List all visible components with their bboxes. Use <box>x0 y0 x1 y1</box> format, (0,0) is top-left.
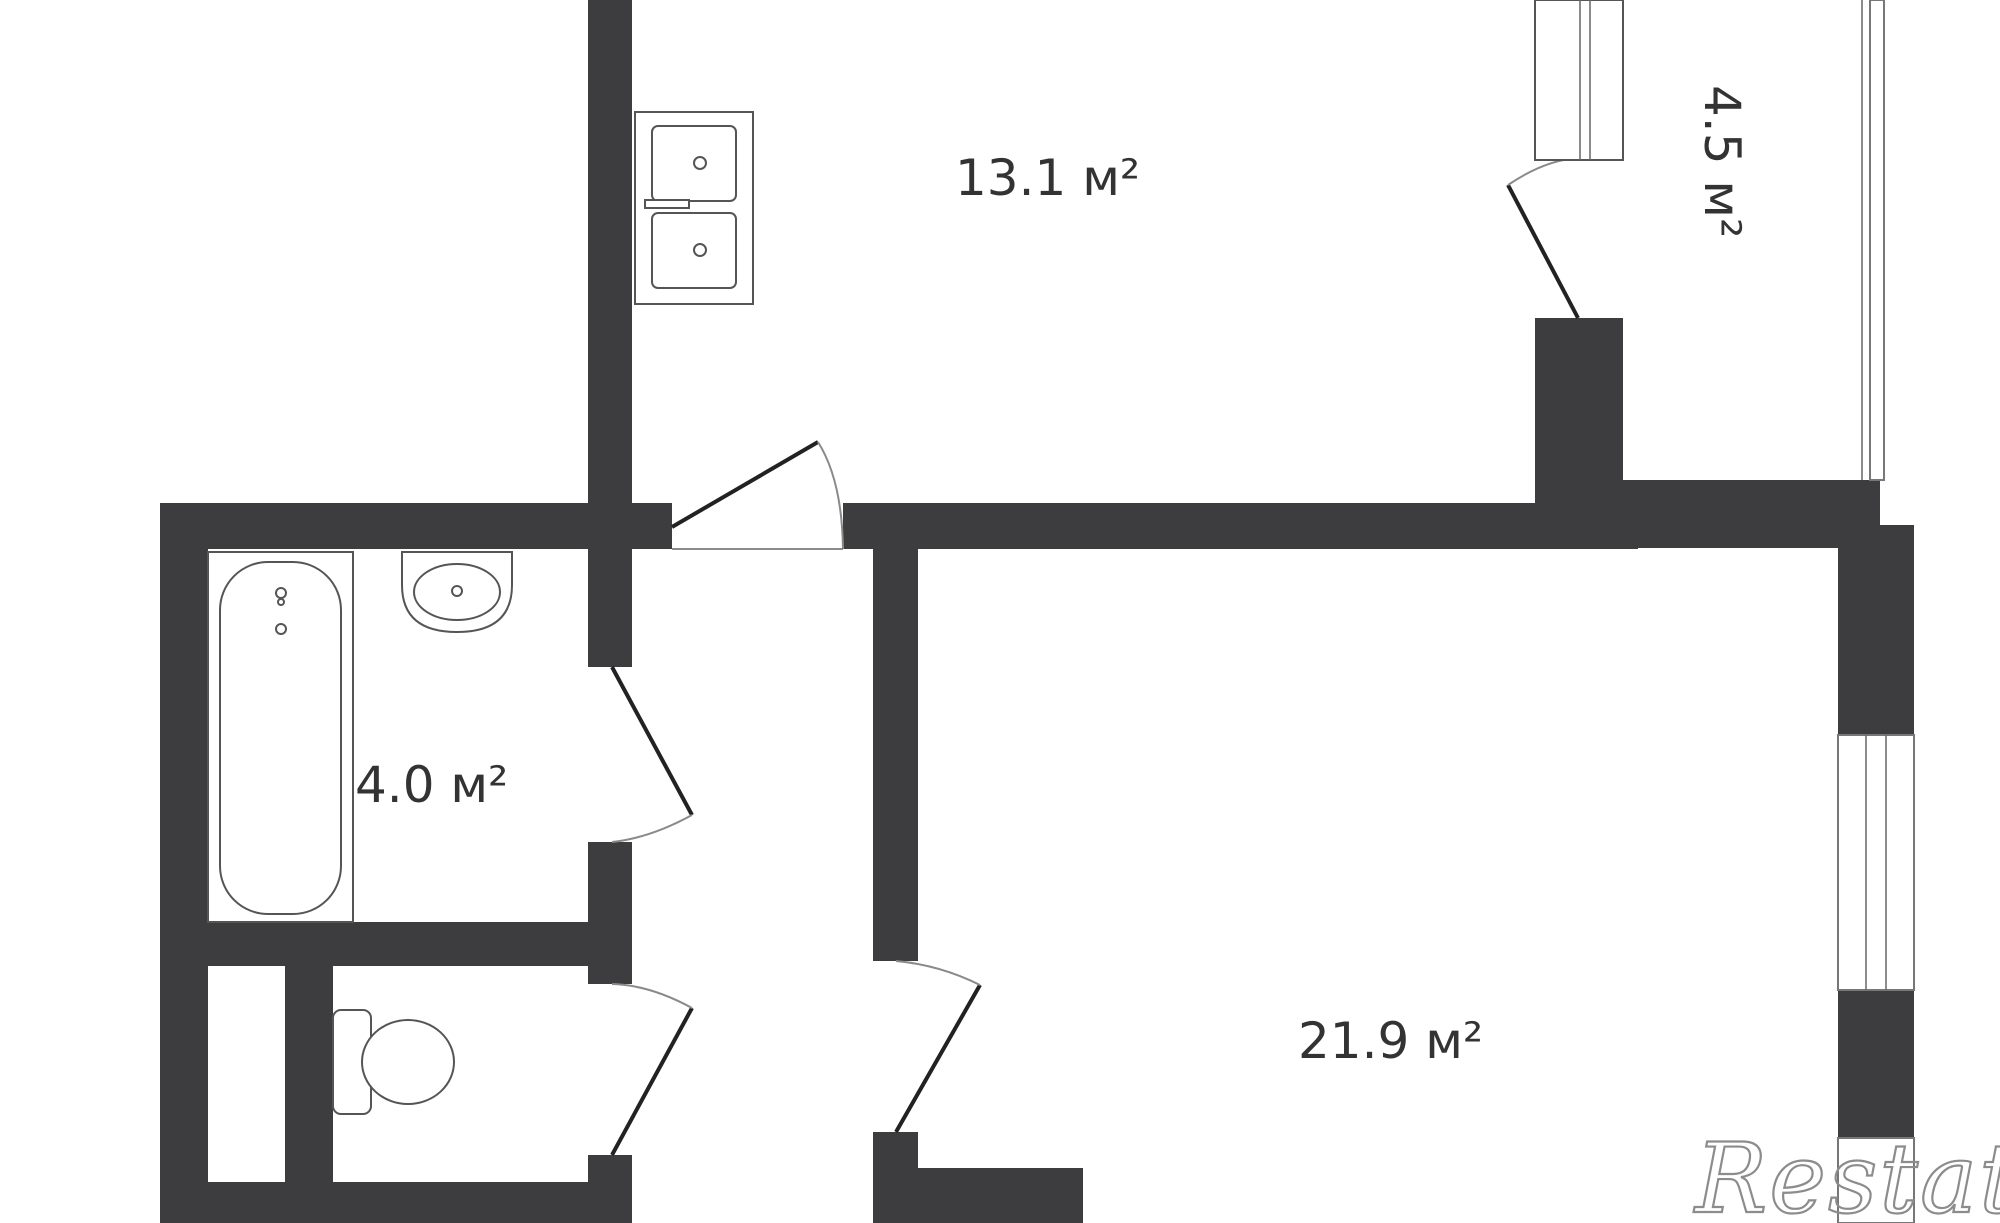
wall-bath-toilet <box>160 922 632 966</box>
area-label-living-room: 21.9 м² <box>1298 1012 1483 1070</box>
wall-bottom <box>160 1182 632 1223</box>
door-living-swing <box>895 960 981 986</box>
door-kitchen-leaf <box>670 440 820 529</box>
kitchen-sink <box>634 111 754 305</box>
wall-toilet-partition <box>285 955 333 1223</box>
fixtures <box>207 111 754 1115</box>
door-living-leaf <box>894 984 982 1133</box>
door-loggia-leaf <box>1506 184 1580 319</box>
wall-left-outer <box>160 503 208 1223</box>
walls <box>160 0 1914 1223</box>
washbasin <box>401 551 513 634</box>
wall-bath-right-mid <box>588 842 632 984</box>
wall-right-pier <box>1838 990 1914 1138</box>
area-labels: 13.1 м² 4.5 м² 4.0 м² 21.9 м² <box>355 85 1751 1070</box>
bathtub <box>207 551 354 923</box>
doors <box>610 0 1624 1156</box>
door-toilet-swing <box>611 983 693 1009</box>
wall-top-bathroom <box>160 503 672 549</box>
wall-kitchen-living <box>843 503 1638 549</box>
area-label-kitchen: 13.1 м² <box>955 149 1140 207</box>
door-kitchen-swing <box>817 441 844 550</box>
door-bathroom-swing <box>611 814 693 843</box>
loggia-glazing <box>1869 0 1885 481</box>
door-loggia-swing <box>1507 157 1579 186</box>
wall-loggia-bottom <box>1590 480 1880 548</box>
door-toilet-leaf <box>610 1007 694 1156</box>
windows <box>1837 0 1915 1223</box>
wall-bath-right-top <box>588 549 632 667</box>
area-label-bathroom: 4.0 м² <box>355 756 508 814</box>
restate-watermark: Restate <box>1693 1123 2000 1223</box>
window-right-lower <box>1837 1137 1915 1223</box>
area-label-loggia: 4.5 м² <box>1693 85 1751 238</box>
wall-right-upper <box>1838 525 1914 735</box>
wall-corridor-upper <box>873 549 918 961</box>
loggia-sliding-panel <box>1534 0 1624 161</box>
wall-toilet-right-bottom <box>588 1155 632 1223</box>
wall-bottom-stub <box>873 1168 1083 1223</box>
wall-kitchen-left <box>588 0 632 552</box>
window-right <box>1837 734 1915 991</box>
door-bathroom-leaf <box>610 666 694 816</box>
toilet <box>332 1009 455 1115</box>
